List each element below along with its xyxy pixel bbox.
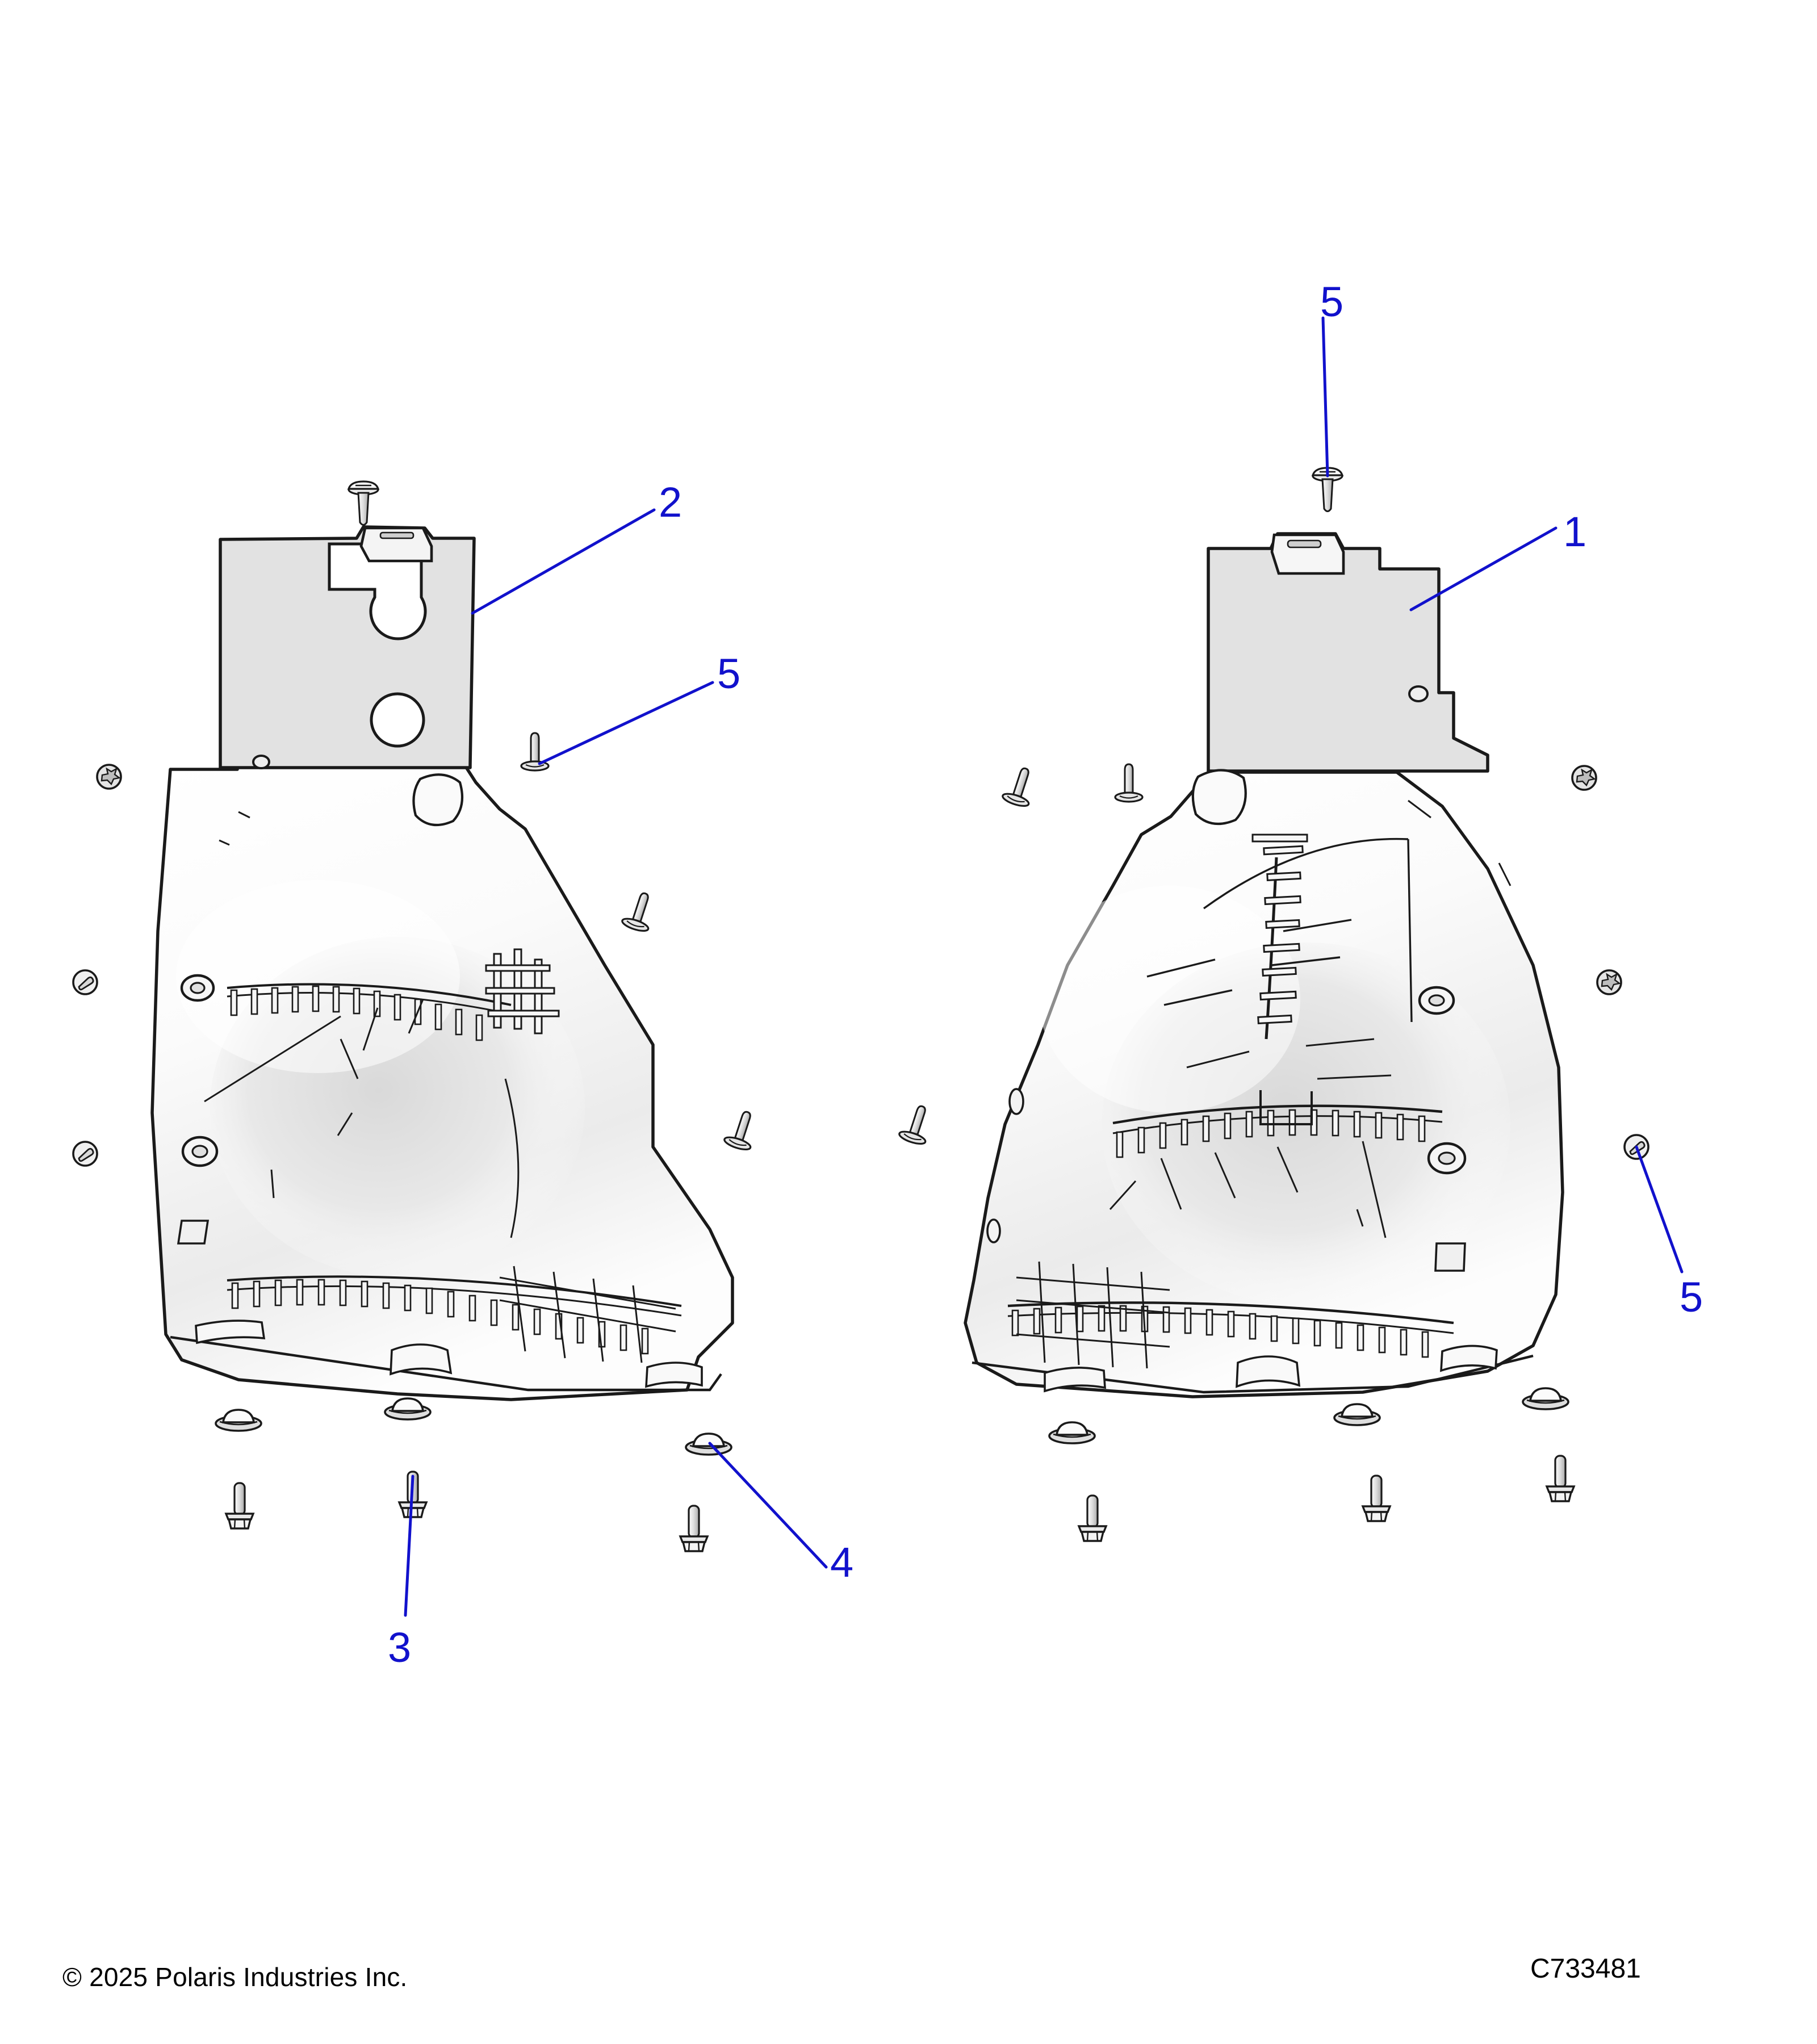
right-rib-row-lower (1007, 1261, 1454, 1369)
right-surface-seams (1146, 837, 1413, 1023)
right-surface-lines (1109, 799, 1512, 1227)
callout-5-top-right[interactable]: 5 (1320, 278, 1344, 325)
callout-3[interactable]: 3 (388, 1624, 412, 1671)
left-rib-row-lower (227, 1266, 682, 1363)
callout-5-mid-left[interactable]: 5 (717, 650, 741, 697)
right-upper-mounting-plate[interactable] (1207, 532, 1489, 773)
push-rivet-r1[interactable] (1078, 1494, 1107, 1542)
right-rib-row-middle (1112, 1038, 1443, 1238)
screwhead-left-b[interactable] (72, 969, 98, 995)
cap-washer-l2[interactable] (384, 1397, 432, 1421)
screw-body-right-a[interactable] (1000, 763, 1040, 810)
screwhead-right-a[interactable] (1571, 765, 1597, 791)
leader-5b (538, 681, 714, 765)
right-rib-spine (1251, 833, 1308, 1040)
left-bottom-flange (170, 1320, 722, 1392)
screw-body-left-a[interactable] (619, 888, 660, 935)
screw-body-mid[interactable] (897, 1101, 937, 1147)
callout-4[interactable]: 4 (830, 1539, 854, 1586)
callout-1[interactable]: 1 (1563, 508, 1587, 555)
screwhead-left-c[interactable] (72, 1141, 98, 1167)
cap-washer-l1[interactable] (215, 1409, 262, 1432)
push-rivet-l3[interactable] (679, 1505, 709, 1552)
push-rivet-r2[interactable] (1362, 1475, 1391, 1522)
callout-5-right-edge[interactable]: 5 (1680, 1274, 1703, 1321)
screwhead-left-a[interactable] (96, 764, 122, 790)
right-bottom-flange (972, 1344, 1534, 1394)
screw-body-left-b[interactable] (722, 1107, 762, 1153)
cap-washer-r1[interactable] (1048, 1421, 1096, 1444)
leader-3 (404, 1475, 415, 1617)
push-rivet-l1[interactable] (225, 1482, 254, 1530)
left-upper-mounting-plate[interactable] (219, 525, 476, 769)
screw-mid-left[interactable] (520, 732, 550, 772)
cap-washer-r2[interactable] (1333, 1403, 1381, 1426)
left-fender-body[interactable] (150, 765, 734, 1401)
leader-5c (1635, 1145, 1684, 1274)
left-fender-assembly[interactable] (150, 525, 734, 1401)
callout-leaders (404, 316, 1684, 1617)
screwhead-right-b[interactable] (1596, 969, 1622, 995)
leader-5a (1321, 316, 1329, 478)
right-fender-assembly[interactable] (964, 532, 1564, 1398)
leader-1 (1409, 526, 1558, 611)
left-rib-row-upper (227, 948, 560, 1079)
left-mount-bosses (177, 974, 219, 1245)
cap-washer-r3[interactable] (1522, 1387, 1569, 1410)
drawing-number: C733481 (1530, 1954, 1641, 1984)
push-rivet-r3[interactable] (1546, 1455, 1575, 1502)
copyright-notice: © 2025 Polaris Industries Inc. (62, 1962, 408, 1992)
leader-4 (708, 1442, 828, 1569)
screw-right-top[interactable] (1114, 763, 1144, 803)
right-mount-bosses (986, 986, 1467, 1272)
leader-2 (471, 508, 656, 615)
left-surface-lines (204, 811, 520, 1238)
callout-2[interactable]: 2 (659, 479, 683, 526)
screw-top-left[interactable] (348, 480, 379, 526)
